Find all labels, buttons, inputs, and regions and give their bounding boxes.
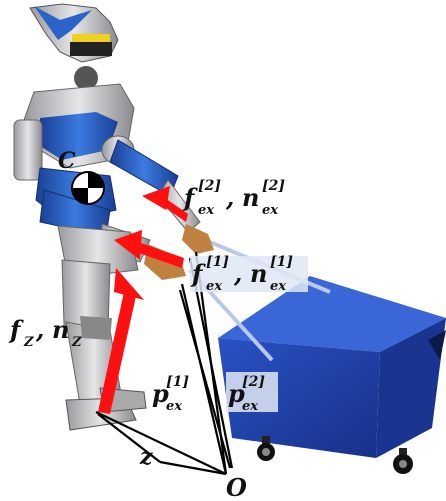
label-point-ex1: p ex [1]	[152, 374, 189, 414]
svg-text:[1]: [1]	[206, 254, 229, 270]
force-arrows	[98, 186, 188, 414]
robot-head-stripe	[72, 34, 110, 42]
svg-text:ex: ex	[206, 279, 222, 294]
label-force-moment-ex1: f ex [1] , n ex [1]	[190, 254, 308, 294]
label-vector-z: z	[139, 444, 153, 470]
svg-text:Z: Z	[71, 335, 82, 350]
vector-origin-line-a	[178, 289, 232, 469]
svg-text:ex: ex	[166, 399, 182, 414]
label-com: C	[58, 148, 76, 174]
force-arrow-z	[98, 268, 144, 414]
svg-text:,: ,	[233, 259, 242, 288]
label-point-ex2: p ex [2]	[226, 372, 278, 414]
svg-text:ex: ex	[270, 279, 286, 294]
vector-z-line	[95, 411, 227, 475]
cart-corner-mark	[428, 330, 446, 360]
svg-text:Z: Z	[23, 335, 34, 350]
robot-head-dark	[70, 42, 112, 56]
robot-neck	[74, 66, 98, 90]
svg-text:[2]: [2]	[198, 178, 221, 194]
label-origin: O	[226, 473, 247, 501]
svg-text:[2]: [2]	[262, 178, 285, 194]
robot-knee	[80, 316, 112, 340]
humanoid-robot	[13, 3, 214, 431]
label-force-moment-z: f Z , n Z	[8, 315, 82, 350]
svg-text:f: f	[190, 259, 206, 288]
vector-foot-to-origin-b	[159, 460, 227, 476]
svg-text:[2]: [2]	[242, 374, 265, 390]
vector-foot-to-origin	[97, 413, 161, 463]
svg-text:p: p	[152, 379, 169, 408]
robot-chest-blue	[40, 112, 118, 160]
cart-wheel-left	[257, 436, 275, 461]
svg-text:n: n	[242, 183, 259, 212]
svg-text:,: ,	[225, 183, 234, 212]
cart	[188, 236, 446, 474]
svg-text:ex: ex	[242, 399, 258, 414]
cart-side	[376, 318, 446, 458]
svg-text:f: f	[182, 183, 198, 212]
svg-text:f: f	[8, 315, 24, 344]
force-arrow-ex1	[114, 230, 184, 268]
svg-text:n: n	[250, 259, 267, 288]
cart-body	[218, 338, 380, 458]
svg-text:n: n	[52, 315, 69, 344]
svg-text:ex: ex	[198, 203, 214, 218]
svg-text:[1]: [1]	[270, 254, 293, 270]
svg-text:ex: ex	[262, 203, 278, 218]
cart-wheel-right	[393, 448, 413, 474]
cart-top	[218, 276, 446, 352]
labels: C f ex [2] , n ex [2] f ex [1] , n ex [1…	[8, 148, 308, 501]
label-force-moment-ex2: f ex [2] , n ex [2]	[182, 178, 285, 218]
robot-head-blue	[34, 6, 92, 40]
center-of-mass-marker	[71, 171, 105, 205]
svg-text:,: ,	[35, 315, 44, 344]
force-arrow-ex2	[142, 186, 188, 222]
vector-origin-line-b	[188, 257, 234, 469]
svg-text:p: p	[228, 379, 245, 408]
robot-backpack	[13, 119, 43, 181]
robot-hand-right	[182, 224, 214, 254]
svg-text:[1]: [1]	[166, 374, 189, 390]
